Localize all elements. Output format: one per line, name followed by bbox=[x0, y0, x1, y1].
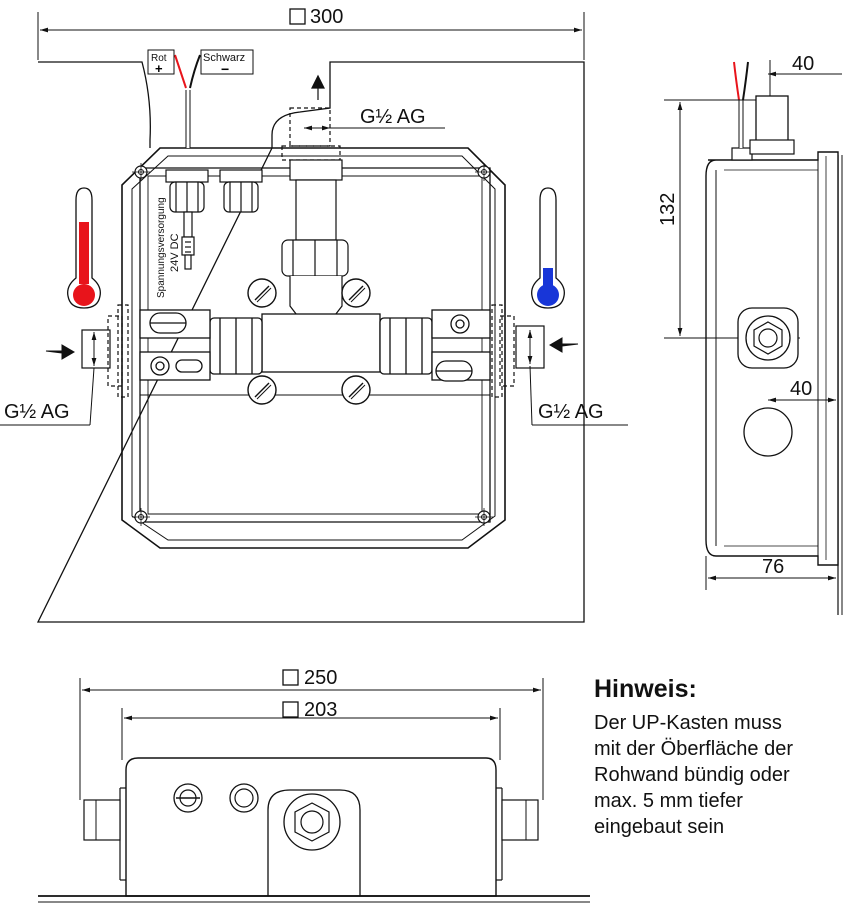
note-line: max. 5 mm tiefer bbox=[594, 790, 743, 812]
wire-labels: Rot + Schwarz − bbox=[147, 49, 254, 77]
wire-negative-symbol: − bbox=[221, 61, 229, 77]
wire-positive-label: Rot bbox=[151, 53, 167, 64]
dim-side-40-top: 40 bbox=[792, 53, 814, 75]
note-line: mit der Öberfläche der bbox=[594, 738, 793, 760]
top-outlet-label: G½ AG bbox=[360, 106, 426, 128]
note-title: Hinweis: bbox=[594, 675, 697, 703]
bottom-view bbox=[38, 669, 590, 903]
hot-thermometer-icon bbox=[67, 187, 101, 309]
screw-top-left bbox=[247, 278, 277, 308]
screw-bottom-left bbox=[247, 375, 277, 405]
right-inlet-label: G½ AG bbox=[538, 401, 604, 423]
cold-thermometer-icon bbox=[531, 187, 565, 309]
dim-203: 203 bbox=[304, 699, 337, 721]
right-inlet bbox=[491, 304, 628, 426]
screw-bottom-right bbox=[341, 375, 371, 405]
left-inlet-label: G½ AG bbox=[4, 401, 70, 423]
manifold bbox=[139, 309, 491, 382]
dim-250: 250 bbox=[304, 667, 337, 689]
corner-screw-tl bbox=[131, 162, 151, 182]
wire-negative-label: Schwarz bbox=[203, 52, 245, 64]
note-line: Der UP-Kasten muss bbox=[594, 712, 782, 734]
top-outlet bbox=[281, 74, 445, 341]
cable-glands bbox=[165, 169, 263, 270]
dim-side-40-mid: 40 bbox=[790, 378, 812, 400]
wire-positive-symbol: + bbox=[155, 61, 163, 76]
note-line: eingebaut sein bbox=[594, 816, 725, 838]
note-line: Rohwand bündig oder bbox=[594, 764, 790, 786]
note-body: Der UP-Kasten muss mit der Öberfläche de… bbox=[594, 710, 852, 840]
voltage-label: 24V DC bbox=[169, 233, 181, 272]
screw-top-right bbox=[341, 278, 371, 308]
wires bbox=[174, 54, 201, 148]
dim-132: 132 bbox=[657, 193, 679, 226]
side-view bbox=[664, 60, 843, 615]
corner-screw-bl bbox=[131, 507, 151, 527]
dim-300: 300 bbox=[310, 6, 343, 28]
power-supply-label: Spannungsversorgung bbox=[156, 197, 167, 298]
dim-76: 76 bbox=[762, 556, 784, 578]
left-inlet bbox=[0, 304, 129, 426]
